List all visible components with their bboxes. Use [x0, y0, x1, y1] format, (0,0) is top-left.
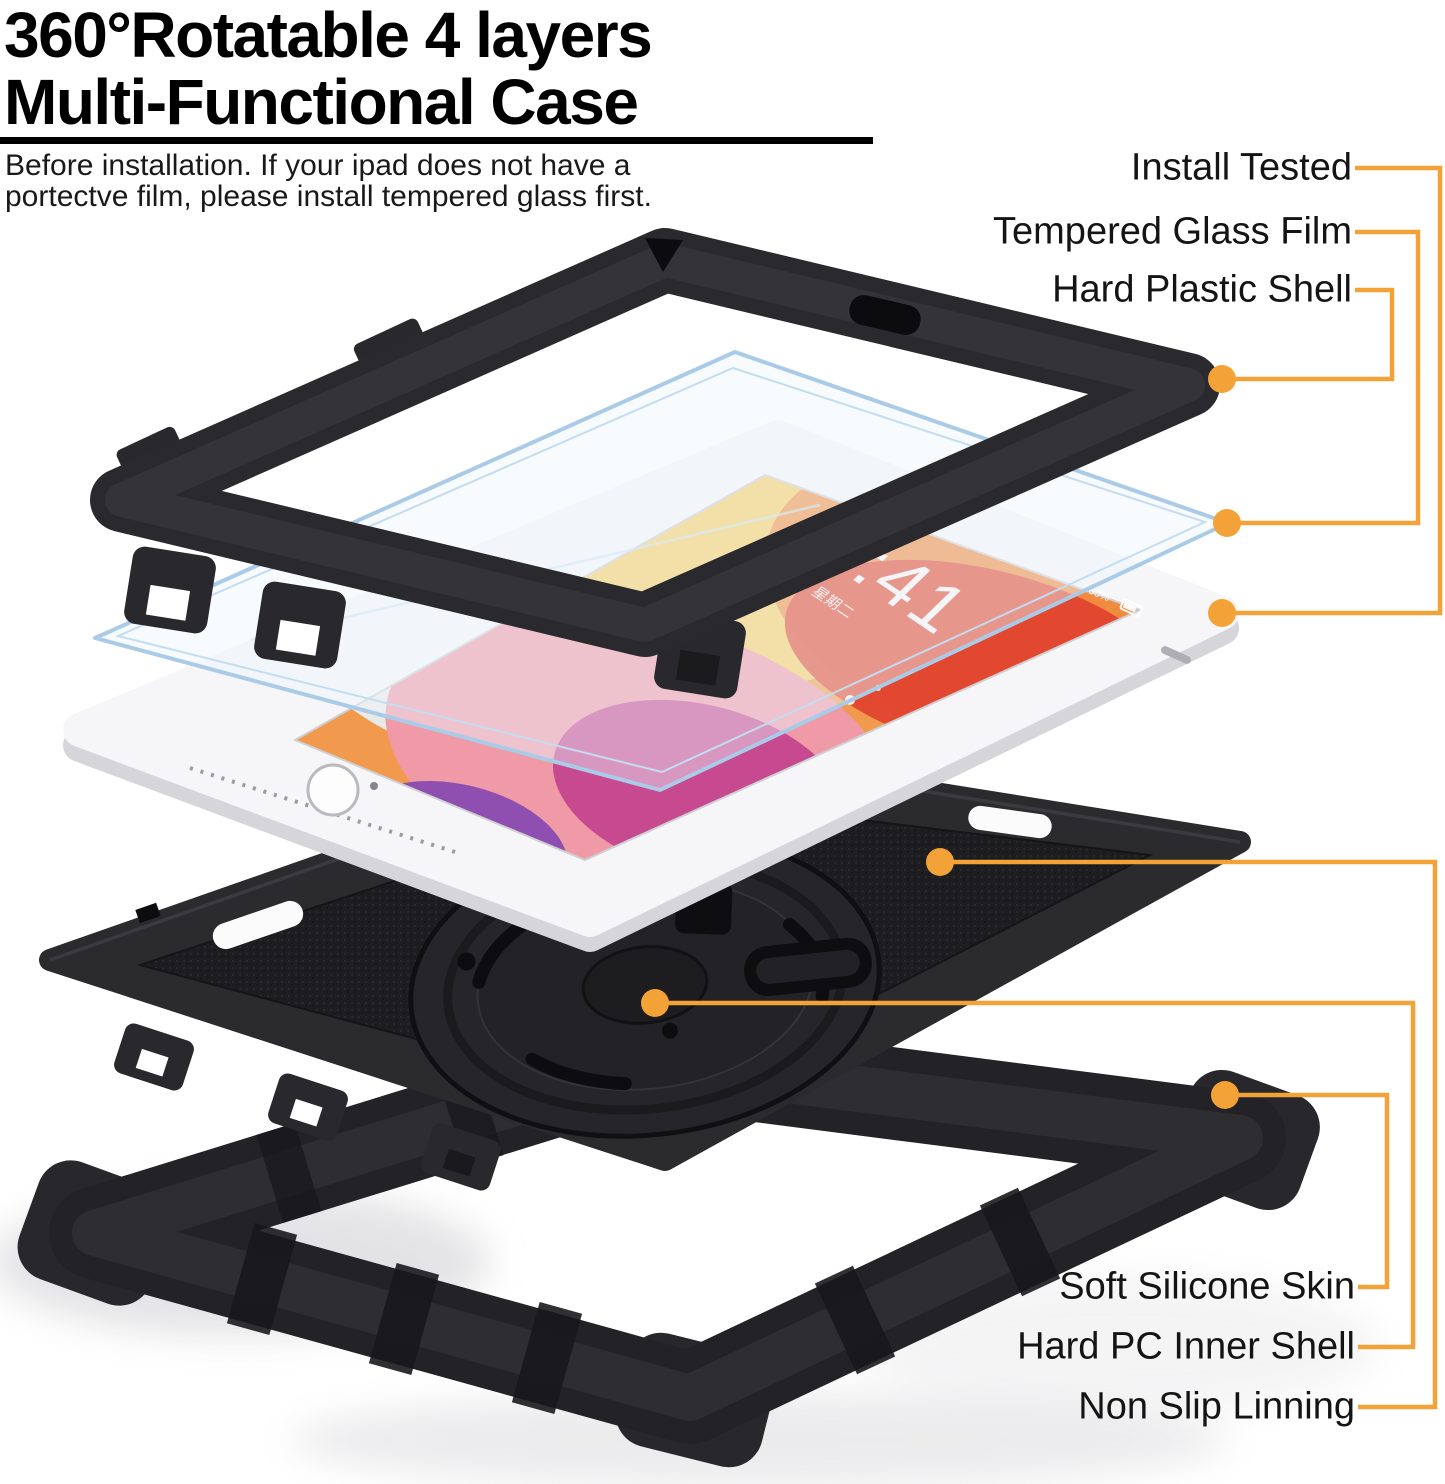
callout-dot-non-slip-linning: [926, 848, 954, 876]
note-line-2: portectve film, please install tempered …: [5, 180, 652, 213]
installation-note: Before installation. If your ipad does n…: [5, 150, 652, 212]
silicone-treads: [226, 1067, 1061, 1414]
callout-dot-soft-silicone-skin: [1211, 1081, 1239, 1109]
label-tempered-glass-film: Tempered Glass Film: [993, 210, 1352, 253]
pc-shell-rim-slots: [135, 805, 1052, 950]
home-button: [306, 763, 360, 817]
callout-line-soft-silicone-skin: [1225, 1092, 1390, 1290]
layer-soft-silicone-skin: [17, 1016, 1320, 1468]
speaker-grille: [189, 766, 456, 854]
title-line-2: Multi-Functional Case: [4, 66, 639, 138]
callout-line-non-slip-linning: [940, 859, 1438, 1410]
layer-hard-plastic-shell: [90, 228, 1220, 699]
label-install-tested: Install Tested: [1130, 146, 1352, 189]
title-divider: [0, 137, 873, 144]
label-hard-plastic-shell: Hard Plastic Shell: [1052, 268, 1352, 311]
callout-line-hard-plastic-shell: [1222, 287, 1395, 382]
callout-line-hard-pc-inner-shell: [655, 1000, 1416, 1350]
note-line-1: Before installation. If your ipad does n…: [5, 149, 631, 182]
callout-line-install-tested: [1222, 165, 1443, 616]
callout-dot-tempered-glass-film: [1213, 509, 1241, 537]
callout-lines: [641, 165, 1443, 1410]
title-line-1: 360°Rotatable 4 layers: [4, 0, 653, 71]
frame-corner-notch: [645, 238, 683, 272]
camera-cutout: [849, 295, 921, 335]
callout-dot-hard-pc-inner-shell: [641, 989, 669, 1017]
callout-line-tempered-glass-film: [1227, 229, 1421, 526]
callout-dot-hard-plastic-shell: [1208, 365, 1236, 393]
callout-dot-install-tested: [1208, 599, 1236, 627]
page-title: 360°Rotatable 4 layers Multi-Functional …: [4, 0, 653, 138]
label-hard-pc-inner-shell: Hard PC Inner Shell: [1017, 1325, 1355, 1368]
label-non-slip-linning: Non Slip Linning: [1078, 1385, 1355, 1428]
front-camera-dot: [370, 782, 378, 790]
pc-shell-clips: [114, 1023, 501, 1191]
label-soft-silicone-skin: Soft Silicone Skin: [1059, 1265, 1355, 1308]
